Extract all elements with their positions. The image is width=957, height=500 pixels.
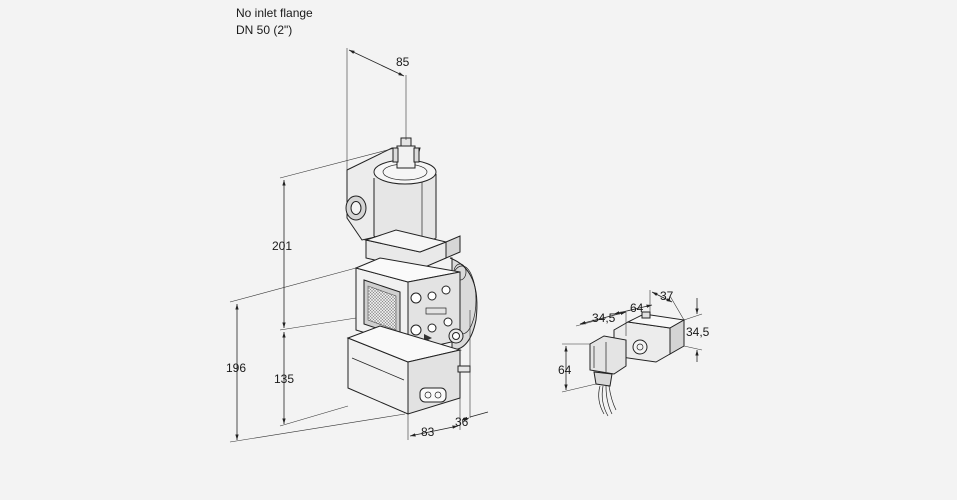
port-3 — [441, 285, 451, 295]
note-dn-size: DN 50 (2") — [236, 23, 293, 37]
lower-body — [346, 325, 471, 415]
dimension-plug-depth: 37 — [649, 289, 685, 321]
bottom-port — [419, 387, 447, 403]
dimension-plug-width-b: 64 — [613, 301, 653, 336]
dim-label-plug-side-height: 34,5 — [686, 325, 710, 339]
dim-label-flange-offset: 36 — [455, 415, 469, 429]
plug-detail — [589, 311, 686, 417]
cable-wires — [598, 385, 617, 417]
dimension-upper-height: 201 — [272, 147, 396, 331]
dim-label-top-width: 85 — [396, 55, 410, 69]
filter-window — [363, 279, 401, 337]
dim-label-total-height: 196 — [226, 361, 246, 375]
port-4 — [410, 324, 422, 336]
port-1 — [410, 292, 422, 304]
port-6 — [443, 317, 453, 327]
dimension-depth-bottom: 83 — [407, 398, 461, 440]
note-no-inlet-flange: No inlet flange — [236, 6, 313, 20]
dimension-plug-side-height: 34,5 — [683, 298, 710, 362]
pipe-stub — [457, 365, 471, 373]
dim-label-plug-height: 64 — [558, 363, 572, 377]
valve-body — [354, 257, 464, 353]
dim-label-plug-width-a: 34,5 — [592, 311, 616, 325]
dimension-flange-offset: 36 — [455, 310, 489, 429]
dimension-plug-height: 64 — [558, 343, 597, 393]
valve-assembly — [345, 137, 478, 415]
dim-label-lower-height: 135 — [274, 372, 294, 386]
plug-socket-ring — [632, 339, 648, 355]
cable-gland — [593, 371, 613, 387]
port-5 — [427, 323, 437, 333]
dim-label-upper-height: 201 — [272, 239, 292, 253]
dimension-lower-height: 135 — [274, 332, 349, 427]
top-connector — [392, 137, 420, 169]
dim-label-plug-depth: 37 — [660, 289, 674, 303]
dim-label-depth-bottom: 83 — [421, 425, 435, 439]
dim-label-plug-width-b: 64 — [630, 301, 644, 315]
dimension-total-height: 196 — [226, 267, 406, 443]
port-2 — [427, 291, 437, 301]
dimension-top-width: 85 — [346, 48, 410, 170]
